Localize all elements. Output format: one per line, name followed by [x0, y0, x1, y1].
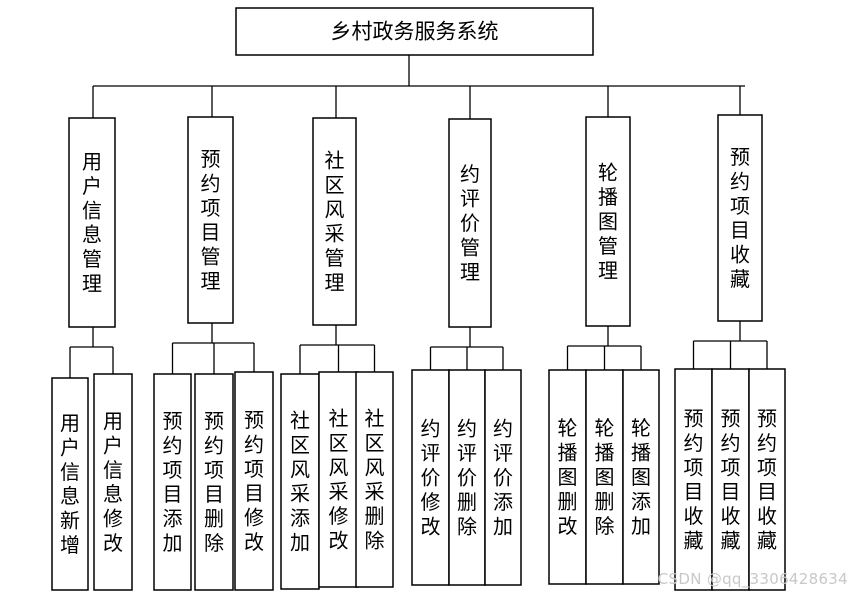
module-label-6: 预约项目收藏 — [730, 145, 750, 291]
child-box-1-1 — [51, 377, 89, 591]
module-label-3: 社区风采管理 — [325, 149, 345, 295]
child-label-6-1: 预约项目收藏 — [684, 407, 704, 553]
child-box-2-3 — [234, 371, 274, 591]
module-box-3 — [312, 117, 357, 326]
module-label-4: 约评价管理 — [460, 162, 480, 284]
child-label-3-2: 社区风采修改 — [329, 407, 349, 553]
child-box-5-2 — [585, 369, 624, 585]
module-box-4 — [448, 118, 492, 328]
child-box-6-3 — [748, 368, 786, 591]
child-label-4-3: 约评价添加 — [493, 417, 513, 539]
child-box-4-3 — [484, 369, 522, 586]
child-box-2-1 — [153, 373, 192, 591]
child-label-3-1: 社区风采添加 — [290, 409, 310, 555]
child-label-5-3: 轮播图添加 — [631, 416, 651, 538]
module-box-5 — [585, 116, 631, 327]
module-label-2: 预约项目管理 — [201, 147, 221, 293]
child-label-5-1: 轮播图删改 — [558, 416, 578, 538]
child-label-2-2: 预约项目删除 — [204, 409, 224, 555]
module-box-2 — [187, 116, 234, 324]
child-box-1-2 — [93, 373, 133, 591]
root-label: 乡村政务服务系统 — [331, 20, 499, 44]
csdn-watermark: CSDN @qq_3306428634 — [657, 570, 848, 588]
child-label-1-1: 用户信息新增 — [60, 411, 80, 557]
child-box-6-1 — [674, 368, 713, 591]
child-box-3-1 — [280, 373, 320, 590]
child-box-5-3 — [622, 369, 660, 585]
child-label-3-3: 社区风采删除 — [365, 407, 385, 553]
child-label-4-2: 约评价删除 — [457, 417, 477, 539]
module-box-1 — [68, 117, 116, 328]
child-label-4-1: 约评价修改 — [421, 417, 441, 539]
child-label-5-2: 轮播图删除 — [595, 416, 615, 538]
child-label-6-3: 预约项目收藏 — [757, 407, 777, 553]
child-box-4-1 — [411, 369, 450, 586]
module-label-5: 轮播图管理 — [598, 161, 618, 283]
child-box-2-2 — [194, 373, 234, 591]
child-box-3-3 — [355, 371, 394, 588]
child-box-6-2 — [711, 368, 750, 591]
module-label-1: 用户信息管理 — [82, 150, 102, 296]
child-box-5-1 — [548, 369, 587, 585]
root-box — [235, 7, 594, 56]
child-label-2-1: 预约项目添加 — [163, 409, 183, 555]
child-label-1-2: 用户信息修改 — [103, 409, 123, 555]
module-box-6 — [717, 114, 763, 322]
child-label-2-3: 预约项目修改 — [244, 408, 264, 554]
child-label-6-2: 预约项目收藏 — [721, 407, 741, 553]
child-box-4-2 — [448, 369, 486, 586]
